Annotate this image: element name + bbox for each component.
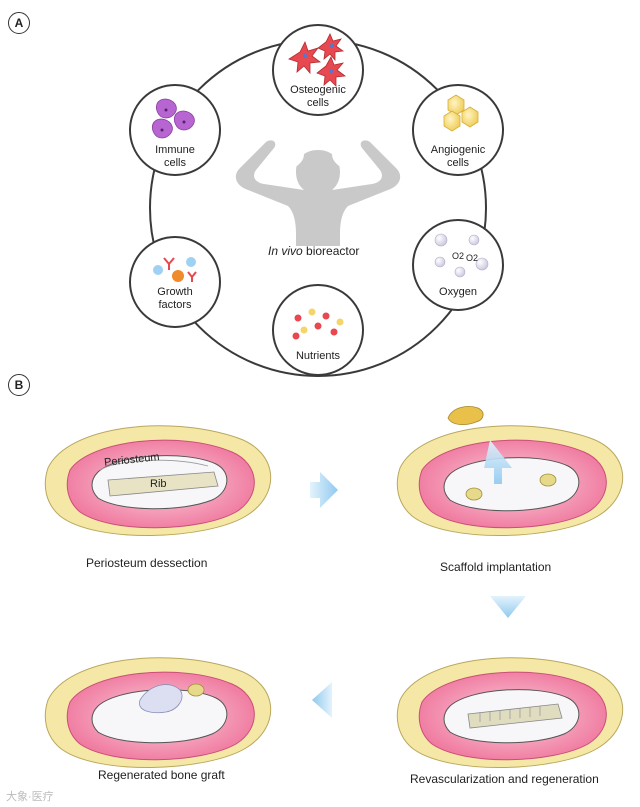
oxygen-bubble-icon <box>434 233 489 278</box>
caption-step3: Revascularization and regeneration <box>410 772 599 786</box>
step1-tissue <box>44 425 271 537</box>
center-label-rest: bioreactor <box>302 244 360 258</box>
arrow-right-icon <box>310 472 338 508</box>
panel-a-badge: A <box>8 12 30 34</box>
step2-tissue <box>396 406 623 537</box>
step3-tissue <box>396 657 623 769</box>
label-line: cells <box>163 157 186 169</box>
angiogenic-cell-icon <box>443 94 479 132</box>
nutrient-dot-icon <box>292 308 344 340</box>
label-line: Immune <box>155 144 195 156</box>
label-line: factors <box>158 299 192 311</box>
caption-step1: Periosteum dessection <box>86 556 208 570</box>
arrow-down-icon <box>490 596 526 618</box>
insert-arrow-icon <box>484 440 512 484</box>
growth-factor-icon <box>153 257 197 282</box>
label-line: Nutrients <box>295 350 341 362</box>
rib-shape <box>107 471 219 497</box>
label-rib: Rib <box>150 478 167 490</box>
panel-b-badge: B <box>8 374 30 396</box>
caption-step2: Scaffold implantation <box>440 560 552 574</box>
label-line: Growth <box>157 286 193 298</box>
label-line: Angiogenic <box>430 144 486 156</box>
label-nutrients: Nutrients <box>278 350 358 363</box>
caption-step4: Regenerated bone graft <box>98 768 225 782</box>
regenerated-graft-shape <box>139 684 183 714</box>
label-line: Oxygen <box>439 286 477 298</box>
node-nutrients <box>272 284 364 376</box>
oxygen-symbol: O2 <box>465 253 478 263</box>
label-growth-factors: Growth factors <box>135 286 215 312</box>
node-angiogenic <box>412 84 504 176</box>
oxygen-symbol: O2 <box>451 251 464 261</box>
scaffold-icon <box>447 406 484 426</box>
label-angiogenic: Angiogenic cells <box>418 144 498 170</box>
center-label-italic: In vivo <box>268 244 303 258</box>
label-osteogenic: Osteogenic cells <box>278 84 358 110</box>
human-silhouette-icon <box>235 140 401 246</box>
label-line: cells <box>306 97 329 109</box>
label-oxygen: Oxygen <box>418 286 498 299</box>
center-label: In vivo bioreactor <box>268 244 359 258</box>
arrow-left-icon <box>312 682 332 718</box>
node-osteogenic <box>272 24 364 116</box>
watermark: 大象·医疗 <box>6 791 54 803</box>
node-growth-factors <box>129 236 221 328</box>
step4-tissue <box>44 657 271 769</box>
label-line: cells <box>446 157 469 169</box>
immune-cell-icon <box>152 98 195 139</box>
label-line: Osteogenic <box>290 84 346 96</box>
label-immune: Immune cells <box>135 144 215 170</box>
osteogenic-cell-icon <box>288 33 347 87</box>
node-immune <box>129 84 221 176</box>
